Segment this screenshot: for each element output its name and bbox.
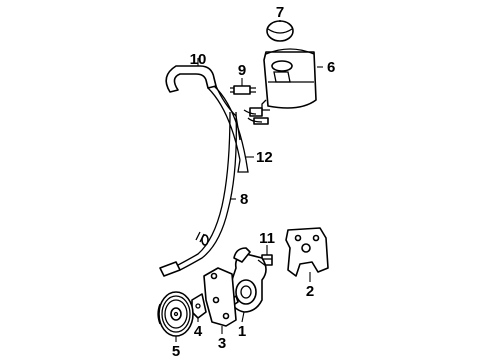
callout-7: 7 [276,4,284,21]
hose-fitting[interactable] [230,85,256,95]
spacer-plate[interactable] [191,293,207,319]
callout-8: 8 [240,191,248,208]
mounting-plate[interactable] [203,267,237,327]
callout-4: 4 [194,323,203,340]
pump-bracket[interactable] [285,227,329,277]
return-hose-upper[interactable] [165,65,241,141]
leader-1 [241,311,245,323]
pulley[interactable] [157,291,194,337]
callout-11: 11 [259,230,275,247]
callout-12: 12 [256,149,273,166]
reservoir[interactable] [249,48,317,125]
callout-1: 1 [238,323,246,340]
power-steering-pump[interactable] [229,247,267,313]
callout-5: 5 [172,343,180,360]
callout-3: 3 [218,335,226,352]
callout-2: 2 [306,283,314,300]
return-hose[interactable] [207,85,263,173]
callout-10: 10 [190,51,207,68]
callout-6: 6 [327,59,335,76]
reservoir-cap[interactable] [266,20,294,42]
callout-9: 9 [238,62,246,79]
pressure-hose[interactable] [159,111,237,277]
